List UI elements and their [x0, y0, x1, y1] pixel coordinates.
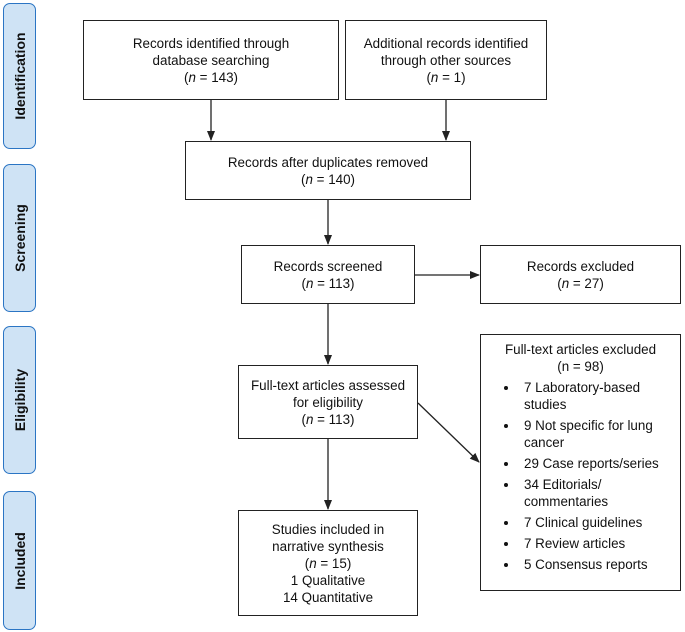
box-other-count: (n = 1): [426, 69, 466, 85]
box-studies-included: Studies included in narrative synthesis …: [238, 510, 418, 616]
box-other-sources: Additional records identified through ot…: [345, 20, 547, 100]
box-duplicates-count: (n = 140): [301, 171, 355, 187]
box-other-line1: Additional records identified: [363, 35, 529, 51]
box-duplicates-removed: Records after duplicates removed (n = 14…: [185, 141, 471, 200]
box-screened-line1: Records screened: [273, 258, 383, 274]
exclusion-reason: 7 Clinical guidelines: [481, 514, 680, 531]
box-database-count: (n = 143): [184, 69, 238, 85]
stage-screening: Screening: [3, 164, 36, 312]
box-included-line2: narrative synthesis: [272, 538, 384, 554]
box-database-records: Records identified through database sear…: [83, 20, 339, 100]
fulltext-excluded-count: (n = 98): [557, 359, 604, 374]
box-database-line2: database searching: [152, 52, 270, 68]
stage-identification: Identification: [3, 3, 36, 149]
box-records-excluded: Records excluded (n = 27): [480, 245, 681, 304]
box-excluded-line1: Records excluded: [526, 258, 635, 274]
box-duplicates-line1: Records after duplicates removed: [227, 154, 429, 170]
box-fulltext-excluded: Full-text articles excluded (n = 98) 7 L…: [480, 334, 681, 591]
box-included-line1: Studies included in: [271, 521, 385, 537]
fulltext-excluded-title: Full-text articles excluded: [504, 342, 657, 357]
box-database-line1: Records identified through: [132, 35, 290, 51]
box-fulltext-count: (n = 113): [301, 411, 355, 427]
exclusion-reason: 34 Editorials/commentaries: [481, 476, 680, 510]
box-fulltext-line2: for eligibility: [293, 394, 363, 410]
box-other-line2: through other sources: [380, 52, 512, 68]
box-included-qualitative: 1 Qualitative: [290, 572, 366, 588]
stage-eligibility: Eligibility: [3, 326, 36, 474]
exclusion-reason: 5 Consensus reports: [481, 556, 680, 573]
box-screened-count: (n = 113): [301, 275, 355, 291]
exclusion-reason: 7 Review articles: [481, 535, 680, 552]
box-fulltext-assessed: Full-text articles assessed for eligibil…: [238, 365, 418, 439]
box-records-screened: Records screened (n = 113): [241, 245, 415, 304]
exclusion-reason: 29 Case reports/series: [481, 455, 680, 472]
box-included-count: (n = 15): [304, 555, 352, 571]
stage-included: Included: [3, 491, 36, 630]
box-included-quantitative: 14 Quantitative: [282, 589, 374, 605]
box-excluded-count: (n = 27): [557, 275, 604, 291]
arrow-fulltext-to-excluded: [417, 402, 480, 463]
box-fulltext-line1: Full-text articles assessed: [250, 377, 406, 393]
